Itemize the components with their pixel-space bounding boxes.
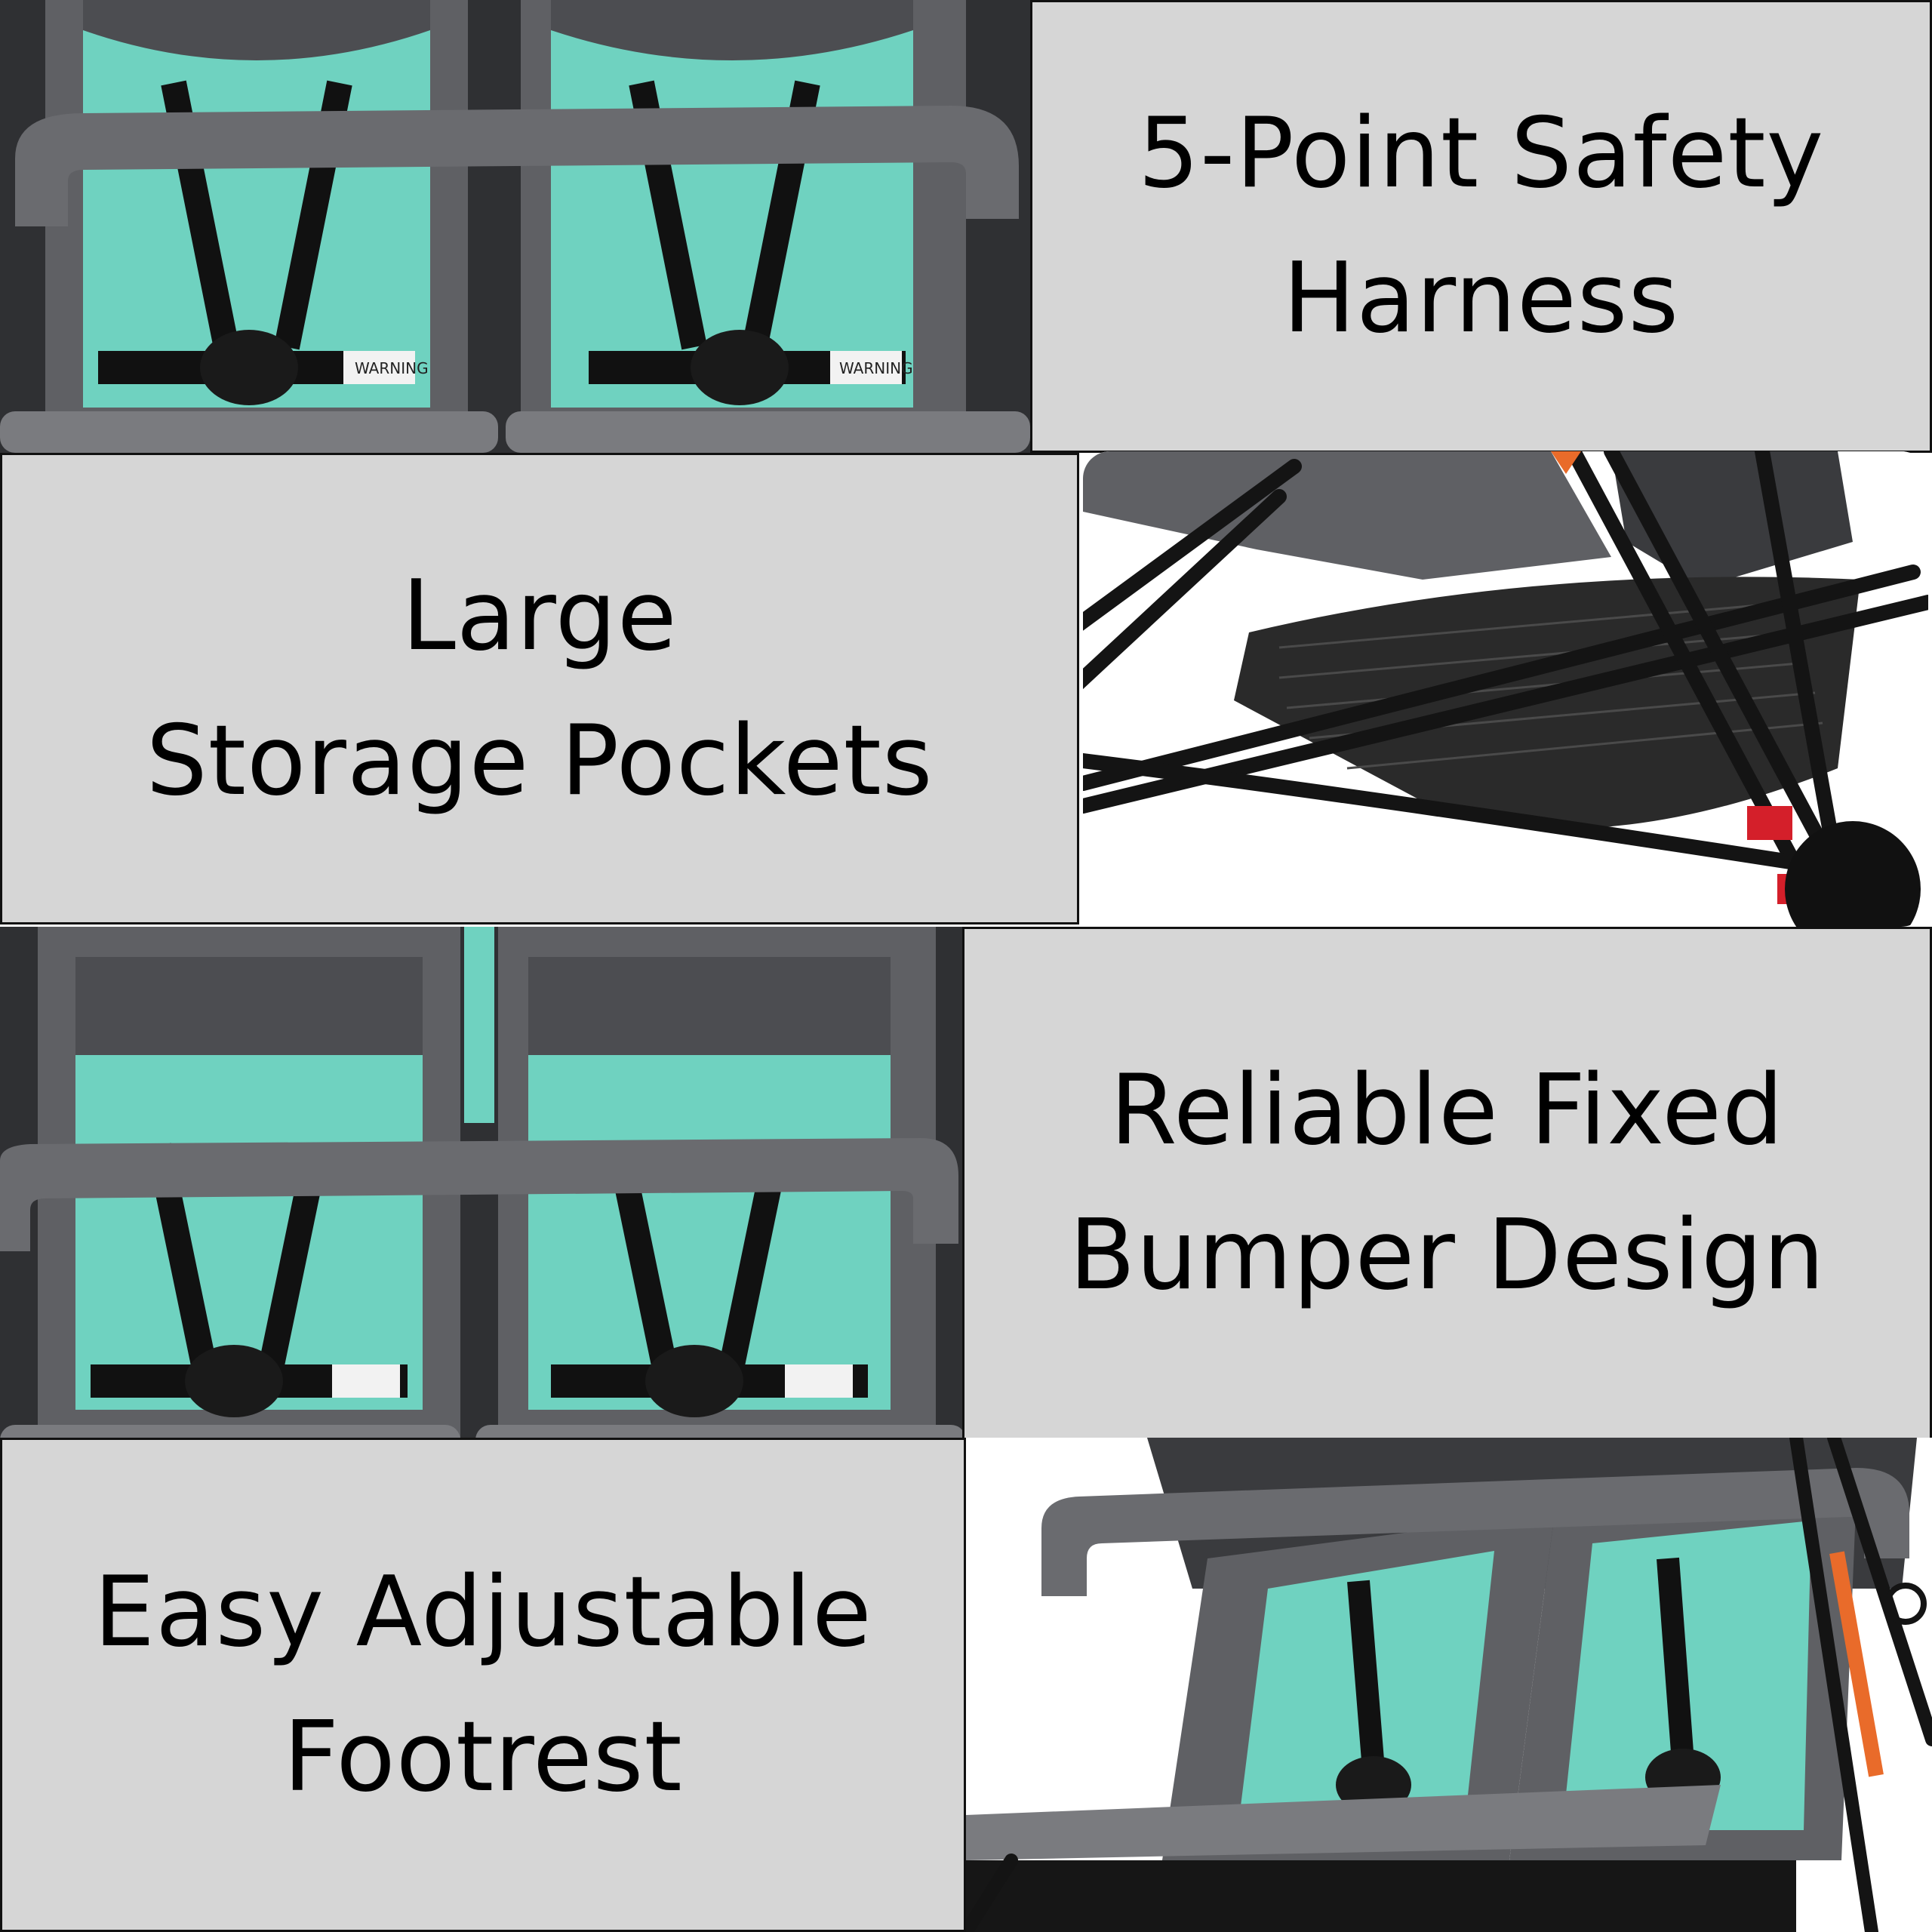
under-seat-basket-photo [1083,451,1928,927]
feature-caption-harness: 5-Point Safety Harness [1138,82,1825,371]
warning-label-left: WARNING [355,359,429,377]
caption-line-1: Large [401,559,678,672]
feature-panel-footrest: Easy Adjustable Footrest [0,1438,966,1932]
feature-caption-storage: Large Storage Pockets [146,544,934,834]
feature-panel-harness: 5-Point Safety Harness [1030,0,1932,453]
twin-seat-bumper-photo [0,927,966,1470]
feature-panel-storage: Large Storage Pockets [0,453,1079,924]
caption-line-1: 5-Point Safety [1137,97,1825,210]
twin-seat-harness-photo: WARNING WARNING [0,0,1030,453]
bumper-illustration [0,927,966,1470]
caption-line-1: Easy Adjustable [94,1555,872,1669]
caption-line-2: Bumper Design [1069,1199,1826,1312]
feature-caption-footrest: Easy Adjustable Footrest [94,1540,872,1830]
angled-stroller-footrest-photo [966,1438,1932,1932]
basket-illustration [1083,451,1928,927]
caption-line-1: Reliable Fixed [1109,1054,1785,1167]
warning-label-right: WARNING [839,359,913,377]
feature-panel-bumper: Reliable Fixed Bumper Design [962,927,1932,1440]
caption-line-2: Footrest [283,1700,683,1814]
footrest-illustration [966,1438,1932,1932]
caption-line-2: Harness [1282,242,1680,355]
harness-illustration: WARNING WARNING [0,0,1030,453]
feature-caption-bumper: Reliable Fixed Bumper Design [1069,1038,1826,1328]
caption-line-2: Storage Pockets [146,704,934,817]
